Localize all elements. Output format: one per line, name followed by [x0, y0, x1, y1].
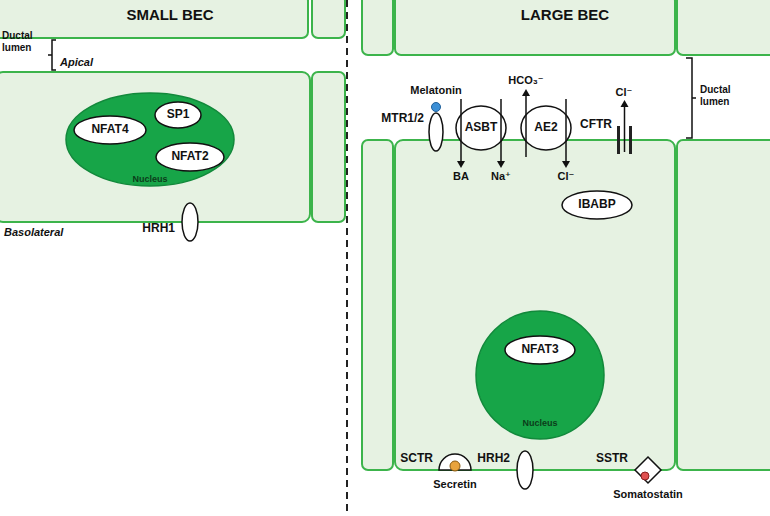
cell: [677, 0, 770, 55]
arrow: [624, 106, 626, 152]
nucleus-label: Nucleus: [132, 174, 167, 184]
ion-label: Cl⁻: [616, 86, 633, 99]
oval-outline: [456, 106, 506, 150]
cell: [677, 140, 770, 470]
protein-label: MTR1/2: [381, 112, 424, 126]
oval-outline: [521, 106, 571, 150]
panel-title: LARGE BEC: [521, 6, 609, 23]
receptor: SCTR: [439, 454, 471, 470]
node-shape: [516, 450, 534, 490]
arrowhead: [497, 161, 505, 168]
panel-title: SMALL BEC: [126, 6, 213, 23]
ligand-dot: [641, 472, 649, 480]
oval-outline: [155, 102, 201, 128]
oval-outline: [517, 451, 533, 489]
ligand-label: Melatonin: [410, 84, 461, 97]
region-label: Basolateral: [4, 226, 63, 239]
divider: [346, 0, 348, 516]
cell: [312, 72, 345, 222]
node-shape: [428, 112, 444, 152]
cftr-channel: [617, 126, 620, 154]
arrow: [525, 95, 527, 157]
receptor-diamond: [635, 457, 661, 483]
ligand-dot: [450, 461, 460, 471]
nucleus-fill: [66, 93, 234, 186]
cell: [0, 72, 310, 222]
arrowhead: [522, 89, 530, 96]
protein-label: NFAT2: [171, 150, 208, 164]
transporter: ASBT: [455, 105, 507, 151]
ligand-label: Secretin: [433, 478, 476, 491]
protein-label: HRH1: [142, 222, 175, 236]
region-label: Ductal lumen: [700, 84, 746, 107]
nucleus-fill: [476, 311, 604, 439]
cell: [362, 140, 393, 470]
protein-label: SSTR: [596, 452, 628, 466]
oval-outline: [74, 116, 146, 144]
cell: [395, 140, 675, 470]
exchanger: AE2: [520, 105, 572, 151]
protein-oval: IBABP: [561, 190, 633, 220]
region-label: Apical: [60, 56, 93, 69]
protein-label: SP1: [167, 108, 190, 122]
oval-outline: [429, 113, 443, 151]
protein-label: ASBT: [465, 121, 498, 135]
arrow: [565, 99, 567, 162]
receptor-cup: [439, 454, 471, 470]
protein-label: NFAT3: [521, 343, 558, 357]
arrow: [500, 99, 502, 162]
channel-label: CFTR: [580, 118, 612, 132]
node-shape: [634, 456, 662, 484]
protein-label: AE2: [534, 121, 557, 135]
cell: [362, 0, 393, 55]
nucleus-label: Nucleus: [522, 418, 557, 428]
arrow: [460, 99, 462, 162]
oval-outline: [562, 191, 632, 219]
node-shape: [439, 454, 471, 470]
cell: [0, 0, 308, 38]
arrowhead: [457, 161, 465, 168]
bracket: [686, 58, 696, 138]
ligand-label: Somatostatin: [613, 488, 683, 501]
protein-label: IBABP: [578, 198, 615, 212]
protein-oval: NFAT2: [155, 142, 225, 172]
oval-outline: [182, 203, 198, 241]
receptor: SSTR: [634, 456, 662, 484]
node-shape: [181, 202, 199, 242]
receptor: HRH1: [181, 202, 199, 242]
nucleus: Nucleus NFAT4 SP1NFAT2: [65, 92, 235, 187]
arrowhead: [621, 100, 629, 107]
cftr-channel: [629, 126, 632, 154]
arrowhead: [562, 161, 570, 168]
cell: [312, 0, 345, 38]
oval-outline: [156, 143, 224, 171]
cell: [395, 0, 675, 55]
receptor: MTR1/2: [428, 112, 444, 152]
oval-outline: [505, 336, 575, 364]
receptor: HRH2: [516, 450, 534, 490]
region-label: Ductal lumen: [2, 30, 48, 53]
ion-label: BA: [453, 170, 469, 183]
protein-label: HRH2: [477, 452, 510, 466]
ion-label: Cl⁻: [558, 170, 575, 183]
protein-label: NFAT4: [91, 123, 128, 137]
ion-label: HCO₃⁻: [508, 74, 543, 87]
protein-label: SCTR: [400, 452, 433, 466]
ion-label: Na⁺: [491, 170, 511, 183]
bracket: [48, 40, 56, 70]
nucleus: Nucleus NFAT3: [475, 310, 605, 440]
protein-oval: NFAT3: [504, 335, 576, 365]
protein-oval: NFAT4: [73, 115, 147, 145]
protein-oval: SP1: [154, 101, 202, 129]
melatonin-dot: [432, 103, 441, 112]
